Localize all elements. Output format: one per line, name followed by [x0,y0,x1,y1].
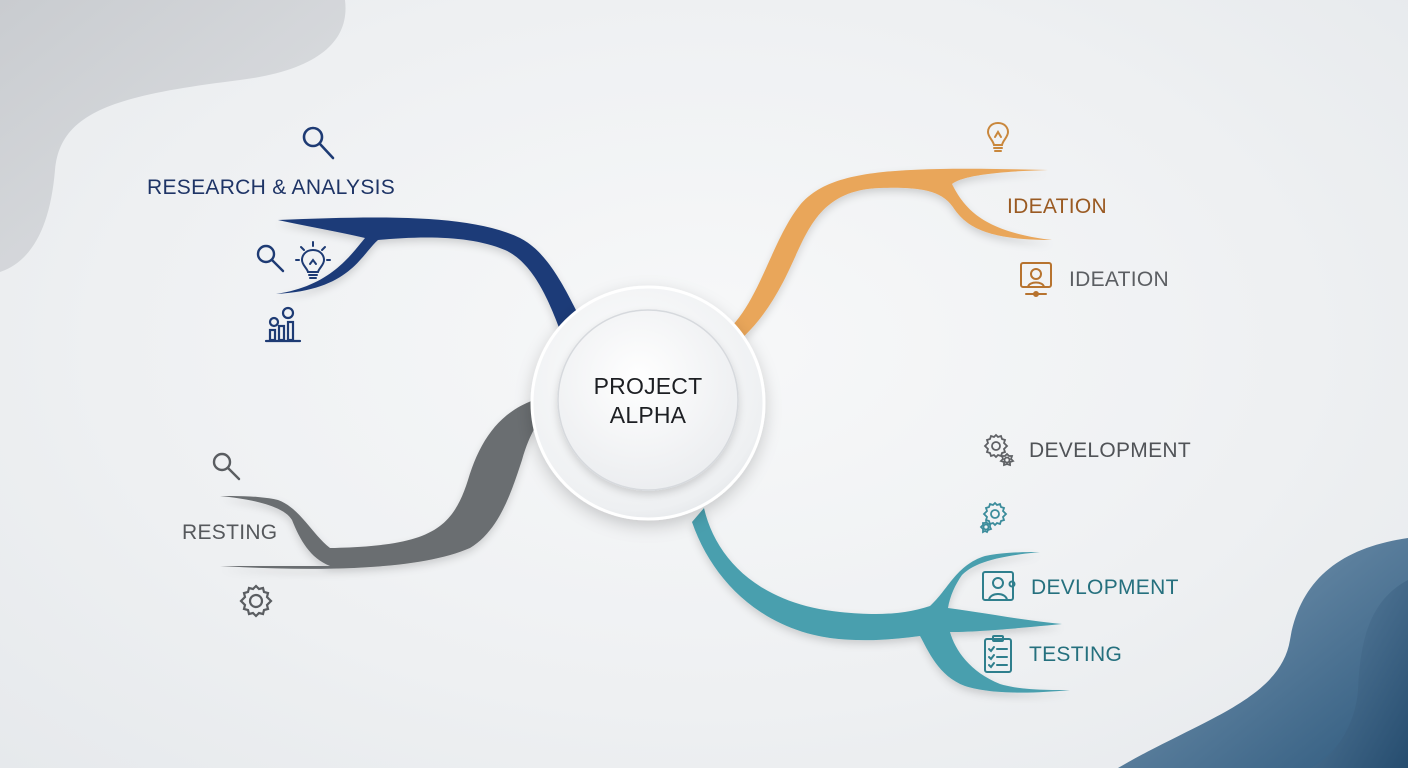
person-monitor-icon [982,571,1016,601]
development-label-top[interactable]: DEVELOPMENT [1029,439,1191,462]
people-chart-icon [264,306,302,343]
branch-ideation-label[interactable]: IDEATION [1007,195,1108,218]
center-node-label: PROJECT ALPHA [558,372,738,430]
gears-icon [983,433,1015,467]
lightbulb-icon [986,121,1010,152]
magnifier-icon [256,244,285,273]
checklist-icon [984,635,1012,673]
ideation-sub-label[interactable]: IDEATION [1069,268,1170,291]
branch-research [276,217,582,330]
magnifier-icon [302,126,335,160]
gear-icon [239,584,273,618]
center-title-line2: ALPHA [609,402,687,428]
branch-ideation [728,168,1052,340]
magnifier-icon [212,452,241,481]
branch-resting [220,398,548,569]
lightbulb-icon [295,241,331,279]
branch-resting-label[interactable]: RESTING [182,521,278,544]
development-label-middle[interactable]: DEVLOPMENT [1031,576,1179,599]
gears-icon [979,501,1008,534]
person-monitor-icon [1020,262,1052,297]
corner-blob-top-left [0,0,346,272]
center-node-inner [557,309,739,491]
testing-label[interactable]: TESTING [1029,643,1123,666]
branch-research-label[interactable]: RESEARCH & ANALYSIS [147,176,396,199]
center-title-line1: PROJECT [593,373,703,399]
corner-blob-bottom-right-inner [1310,580,1408,768]
branch-development [692,508,1070,693]
corner-blob-bottom-right [1118,538,1408,768]
